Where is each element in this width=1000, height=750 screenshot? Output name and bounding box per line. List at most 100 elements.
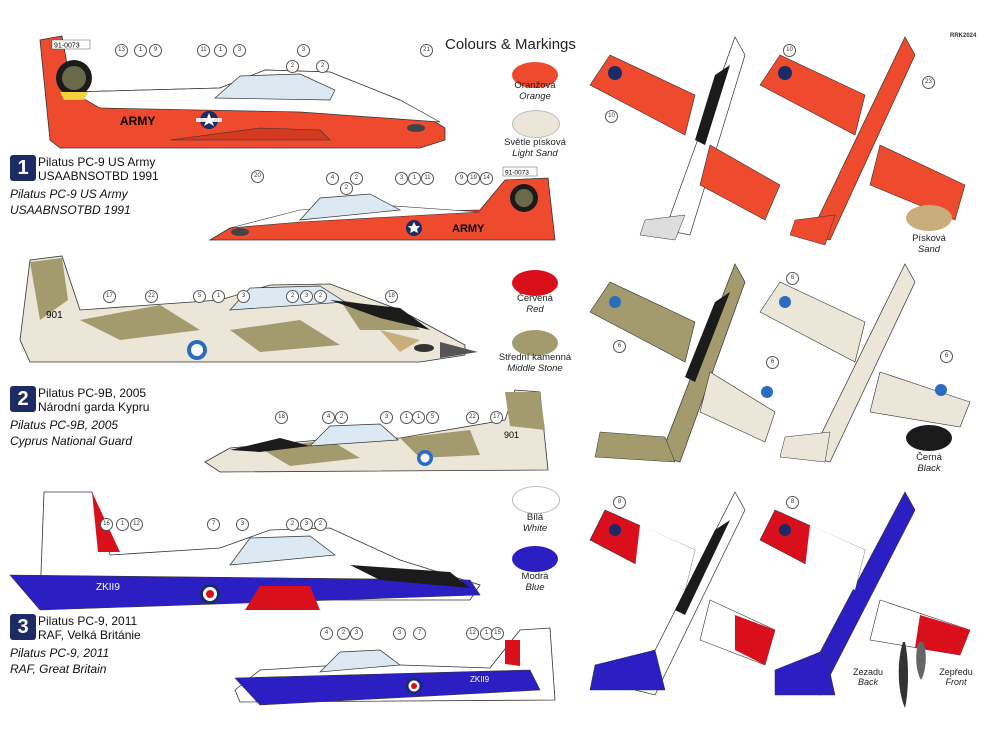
callout-number: 10 [605,110,618,123]
propeller-icon [898,642,926,708]
callout-number: 1 [408,172,421,185]
callout-number: 13 [115,44,128,57]
colour-swatch [512,270,558,296]
callout-number: 17 [103,290,116,303]
callout-number: 3 [237,290,250,303]
raf-plan-view-bottom [759,491,971,696]
callout-number: 21 [420,44,433,57]
callout-number: 6 [766,356,779,369]
callout-number: 3 [300,518,313,531]
callout-number: 1 [412,411,425,424]
callout-number: 15 [491,627,504,640]
callout-number: 1 [134,44,147,57]
callout-number: 3 [393,627,406,640]
raf-serial-2: ZKII9 [470,675,490,684]
callout-number: 12 [466,627,479,640]
callout-number: 5 [426,411,439,424]
callout-number: 2 [286,290,299,303]
callout-number: 12 [130,518,143,531]
callout-number: 8 [613,496,626,509]
callout-number: 3 [236,518,249,531]
callout-number: 2 [335,411,348,424]
callout-number: 2 [286,518,299,531]
callout-number: 22 [145,290,158,303]
army-lettering: ARMY [120,114,155,128]
callout-number: 5 [193,290,206,303]
tail-serial-cy-2: 901 [504,430,519,440]
raf-plan-view-top [589,491,776,696]
us-army-plan-view-top [589,36,781,241]
option-2-label: 2 Pilatus PC-9B, 2005 Národní garda Kypr… [10,386,150,448]
callout-number: 2 [286,60,299,73]
callout-number: 2 [337,627,350,640]
tail-serial-us: 91-0073 [54,43,80,50]
callout-number: 1 [212,290,225,303]
callout-number: 6 [786,272,799,285]
option-1-label: 1 Pilatus PC-9 US Army USAABNSOTBD 1991 … [10,155,159,217]
callout-number: 20 [251,170,264,183]
callout-number: 10 [783,44,796,57]
callout-number: 2 [350,172,363,185]
callout-number: 3 [380,411,393,424]
colour-swatch [512,330,558,356]
callout-number: 18 [275,411,288,424]
callout-number: 2 [314,518,327,531]
callout-number: 11 [421,172,434,185]
callout-number: 18 [385,290,398,303]
option-number: 3 [10,614,36,640]
colour-swatch [512,486,560,514]
callout-number: 7 [207,518,220,531]
callout-number: 7 [413,627,426,640]
colour-swatch [906,425,952,451]
callout-number: 2 [316,60,329,73]
callout-number: 3 [395,172,408,185]
callout-number: 2 [340,182,353,195]
callout-number: 3 [300,290,313,303]
cyprus-plan-view-top [589,263,776,463]
colour-swatch [512,62,558,88]
callout-number: 23 [922,76,935,89]
callout-number: 3 [350,627,363,640]
page-title: Colours & Markings [445,36,576,53]
tail-serial-cy: 901 [46,310,63,321]
option-number: 2 [10,386,36,412]
callout-number: 2 [314,290,327,303]
callout-number: 4 [326,172,339,185]
callout-number: 3 [233,44,246,57]
cyprus-side-view-bottom: 901 [204,389,549,473]
colour-swatch [512,546,558,572]
us-army-side-view-bottom: 91-0073 ARMY [208,166,556,241]
sheet-code: RRK2024 [950,33,977,39]
callout-number: 19 [467,172,480,185]
option-3-label: 3 Pilatus PC-9, 2011 RAF, Velká Británie… [10,614,141,676]
callout-number: 22 [466,411,479,424]
callout-number: 14 [480,172,493,185]
colour-swatch [906,205,952,231]
callout-number: 4 [322,411,335,424]
callout-number: 8 [786,496,799,509]
raf-serial: ZKII9 [96,582,120,593]
callout-number: 6 [613,340,626,353]
cyprus-side-view-top: 901 [19,255,478,363]
us-army-plan-view-bottom [759,36,966,246]
callout-number: 1 [116,518,129,531]
callout-number: 1 [214,44,227,57]
callout-number: 9 [149,44,162,57]
callout-number: 16 [100,518,113,531]
callout-number: 4 [320,627,333,640]
us-army-side-view-top: 91-0073 ARMY [39,35,446,149]
raf-side-view-bottom: ZKII9 [234,627,556,706]
callout-number: 3 [297,44,310,57]
option-number: 1 [10,155,36,181]
callout-number: 17 [490,411,503,424]
